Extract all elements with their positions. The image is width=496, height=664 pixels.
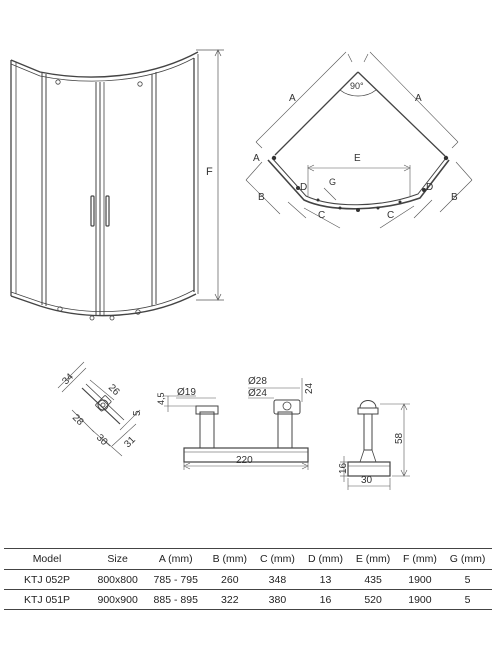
dim-label-58: 58 — [394, 432, 405, 444]
dim-label-a-right: A — [415, 93, 422, 104]
cell-b: 260 — [206, 569, 254, 590]
enclosure-frame — [10, 51, 199, 317]
dim-label-30-knob: 30 — [361, 475, 373, 486]
roller-detail — [57, 361, 141, 457]
col-a: A (mm) — [145, 548, 207, 570]
col-b: B (mm) — [206, 548, 254, 570]
dim-label-31: 31 — [122, 434, 138, 450]
cell-size: 800x800 — [90, 569, 146, 590]
col-f: F (mm) — [396, 548, 444, 570]
cell-d: 13 — [301, 569, 350, 590]
cell-c: 348 — [253, 569, 302, 590]
dim-label-30-roller: 30 — [94, 432, 110, 448]
cell-a: 785 - 795 — [145, 569, 207, 590]
col-d: D (mm) — [301, 548, 350, 570]
dim-label-a-side: A — [253, 153, 260, 164]
dim-label-diam-24: Ø24 — [248, 388, 267, 399]
cell-e: 520 — [349, 589, 397, 610]
cell-model: KTJ 052P — [4, 569, 90, 590]
cell-g: 5 — [443, 589, 492, 610]
dim-label-d-left: D — [300, 182, 307, 193]
dim-label-e: E — [354, 153, 361, 164]
g-dimension — [323, 187, 337, 201]
dim-label-34: 34 — [60, 371, 76, 387]
handle-detail — [164, 378, 309, 470]
dim-label-b-right: B — [451, 192, 458, 203]
side-dimensions — [245, 161, 473, 229]
cell-size: 900x900 — [90, 589, 146, 610]
dim-label-b-left: B — [258, 192, 265, 203]
cell-g: 5 — [443, 569, 492, 590]
col-c: C (mm) — [253, 548, 302, 570]
col-g: G (mm) — [443, 548, 492, 570]
cell-a: 885 - 895 — [145, 589, 207, 610]
table-row: KTJ 051P 900x900 885 - 895 322 380 16 52… — [4, 589, 492, 610]
table-row: KTJ 052P 800x800 785 - 795 260 348 13 43… — [4, 569, 492, 590]
dim-label-diam-19: Ø19 — [177, 387, 196, 398]
spec-table: Model Size A (mm) B (mm) C (mm) D (mm) E… — [4, 548, 492, 610]
dim-label-4-5: 4,5 — [156, 392, 166, 405]
a-dimension-lines — [255, 51, 459, 149]
col-model: Model — [4, 548, 90, 570]
cell-d: 16 — [301, 589, 350, 610]
knob-detail — [340, 400, 410, 490]
dim-label-220: 220 — [236, 455, 253, 466]
enclosure-front-view — [10, 49, 224, 321]
dim-label-5: 5 — [132, 410, 143, 416]
dim-label-24: 24 — [304, 382, 315, 394]
dim-label-a-left: A — [289, 93, 296, 104]
cell-e: 435 — [349, 569, 397, 590]
angle-arc — [339, 89, 377, 97]
e-dimension — [307, 164, 411, 196]
dim-label-d-right: D — [426, 182, 433, 193]
dim-label-28: 28 — [70, 412, 86, 428]
cell-f: 1900 — [396, 569, 444, 590]
top-view — [245, 51, 473, 229]
cell-c: 380 — [253, 589, 302, 610]
col-e: E (mm) — [349, 548, 397, 570]
cell-model: KTJ 051P — [4, 589, 90, 610]
dim-label-c-left: C — [318, 210, 325, 221]
dim-label-26: 26 — [106, 382, 122, 398]
dim-label-16: 16 — [338, 462, 349, 474]
dim-label-c-right: C — [387, 210, 394, 221]
dim-label-g: G — [329, 177, 336, 187]
col-size: Size — [90, 548, 146, 570]
cell-b: 322 — [206, 589, 254, 610]
dim-label-f: F — [206, 166, 213, 178]
dim-label-diam-28: Ø28 — [248, 376, 267, 387]
table-header-row: Model Size A (mm) B (mm) C (mm) D (mm) E… — [4, 548, 492, 570]
rollers — [55, 79, 143, 321]
door-handle — [90, 195, 110, 227]
cell-f: 1900 — [396, 589, 444, 610]
height-dimension — [196, 49, 224, 301]
rail-dots — [271, 155, 449, 212]
dim-label-angle: 90° — [350, 81, 364, 91]
